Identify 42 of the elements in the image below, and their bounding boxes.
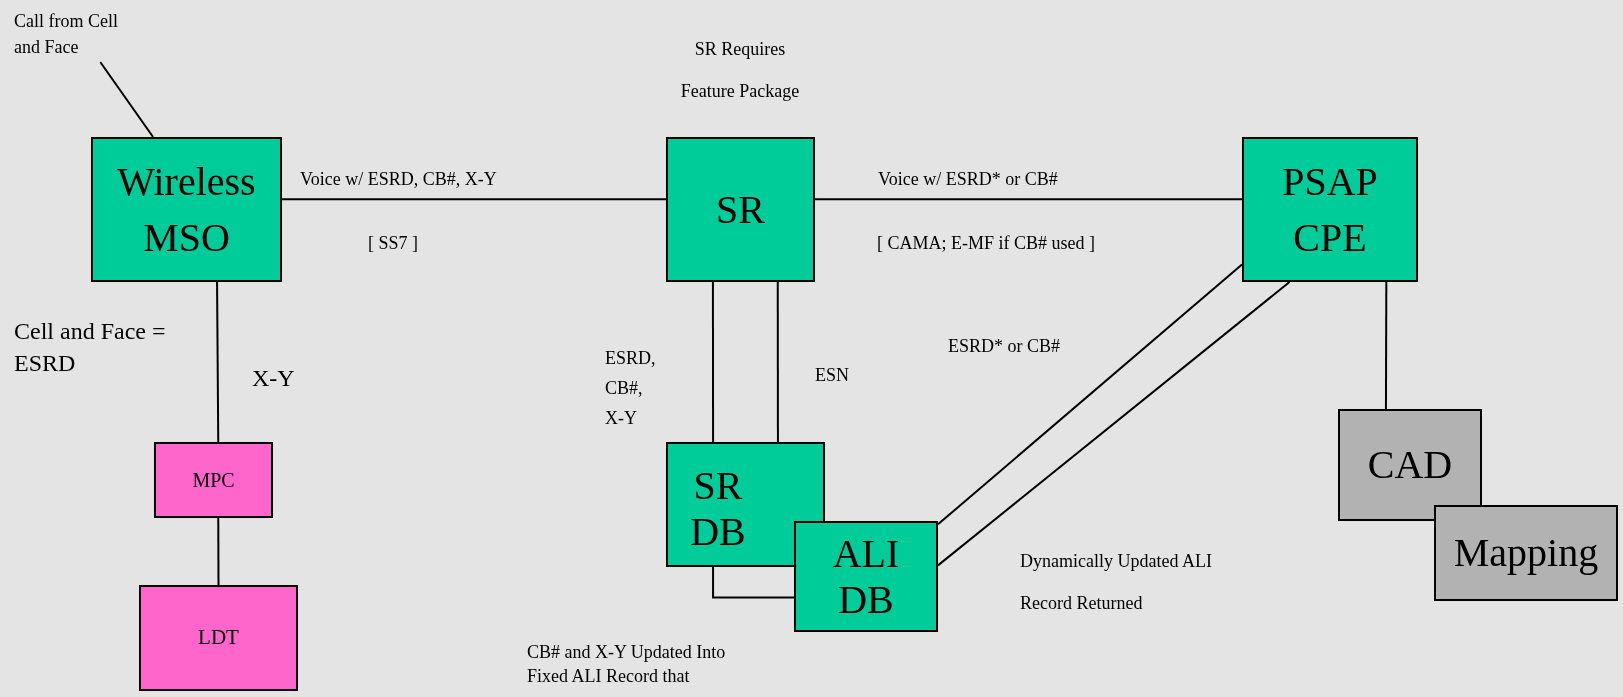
connector-line — [711, 281, 715, 443]
edge-label: ESRD* or CB# — [948, 335, 1062, 358]
node-label: CAD — [1367, 441, 1453, 489]
edge-label: ESN — [815, 364, 850, 387]
edge-label: Voice w/ ESRD, CB#, X-Y — [300, 168, 498, 191]
process-box — [1434, 505, 1618, 601]
node-label: PSAP CPE — [1281, 157, 1379, 262]
annotation-text: CB# and X-Y Updated Into Fixed ALI Record that — [527, 641, 727, 688]
connector-line — [1384, 281, 1388, 410]
connector-line — [776, 281, 779, 443]
node-caption: SR Requires Feature Package — [679, 38, 801, 103]
node-label: ALI DB — [831, 530, 901, 623]
node-label: Wireless MSO — [116, 157, 257, 262]
process-box — [154, 442, 273, 518]
node-label: Mapping — [1453, 529, 1599, 577]
connector-line — [217, 517, 220, 586]
connector-line — [216, 281, 220, 443]
leader-line — [99, 61, 155, 138]
process-box — [91, 137, 282, 282]
edge-label: ESRD, CB#, X-Y — [605, 347, 657, 430]
annotation-text: [ SS7 ] — [368, 232, 419, 255]
annotation-text: Cell and Face = ESRD — [14, 317, 167, 378]
connector-line — [712, 566, 795, 599]
process-box — [1242, 137, 1418, 282]
node-label: SR — [716, 185, 765, 234]
process-box — [666, 137, 815, 282]
connector-line — [937, 263, 1243, 526]
database-box — [666, 442, 825, 567]
process-box — [1338, 409, 1482, 521]
node-label: LDT — [198, 624, 239, 652]
note-text: Call from Cell and Face — [14, 6, 139, 62]
node-label: SR DB — [689, 462, 747, 555]
database-box — [794, 521, 938, 632]
connector-line — [281, 198, 667, 201]
node-label: MPC — [192, 468, 235, 493]
edge-label: Voice w/ ESRD* or CB# — [878, 168, 1059, 191]
connector-line — [814, 198, 1243, 201]
annotation-text: [ CAMA; E-MF if CB# used ] — [877, 232, 1096, 255]
connector-line — [937, 281, 1291, 567]
edge-label: X-Y — [252, 364, 296, 393]
annotation-text: Dynamically Updated ALI Record Returned — [1020, 550, 1213, 615]
process-box — [139, 585, 298, 691]
